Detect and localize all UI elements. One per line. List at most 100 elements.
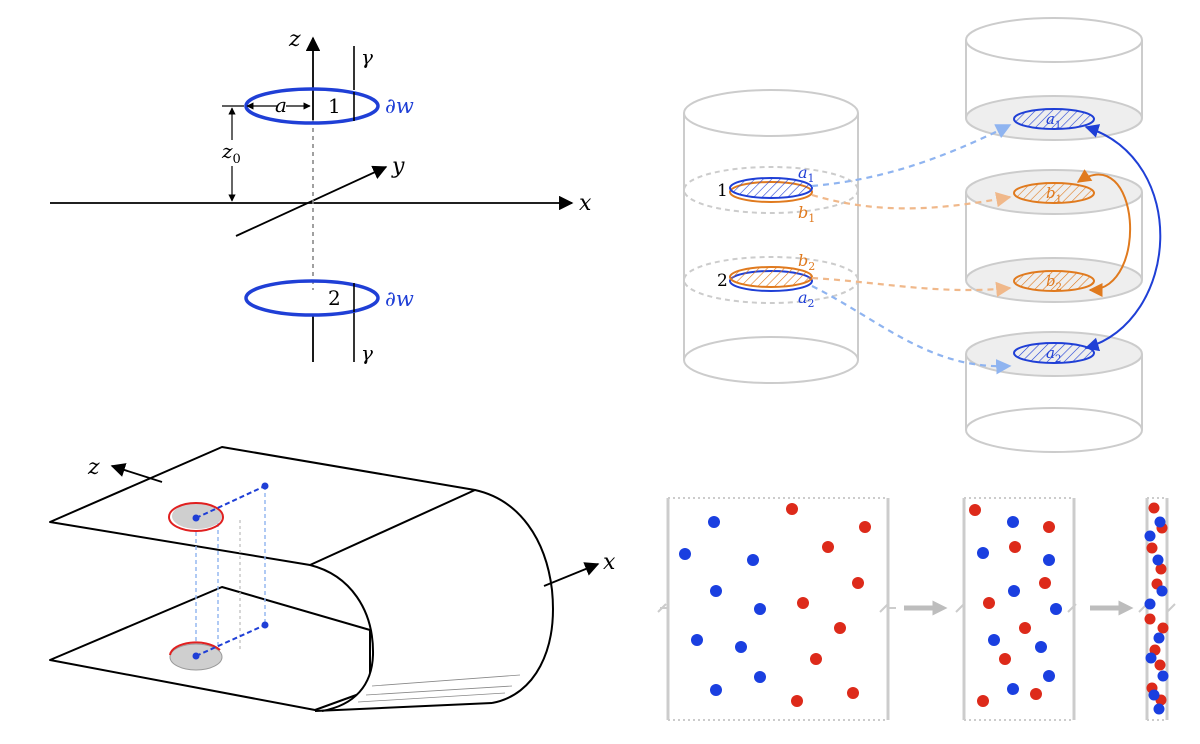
- z-axis-label: z: [288, 27, 301, 52]
- bottom-blue-dot: [192, 652, 200, 660]
- panel-folded-sheet: z x: [49, 446, 616, 712]
- blue-particle: [988, 634, 1000, 646]
- blue-particle: [1050, 603, 1062, 615]
- top-blue-link: [195, 485, 266, 519]
- loop2-label: 2: [328, 286, 341, 310]
- disc-label-a2: a2: [1046, 344, 1061, 365]
- disc-label-a1: a1: [1046, 110, 1061, 131]
- x-axis-arrow: [543, 562, 600, 587]
- blue-particle: [1145, 652, 1157, 664]
- fold-shading-1: [371, 674, 521, 687]
- blue-particle: [1144, 598, 1156, 610]
- boundary-bottom-label: ∂w: [385, 287, 414, 311]
- wall-dash-3: [955, 603, 965, 613]
- connector-b2: [811, 276, 1012, 298]
- connector-b1: [811, 191, 1012, 210]
- blue-particle: [710, 684, 722, 696]
- disc-a1-left: [729, 177, 813, 199]
- blue-particle: [708, 516, 720, 528]
- top-sheet: [49, 446, 476, 566]
- bottom-blue-link: [195, 624, 266, 657]
- top-blue-dot: [192, 514, 200, 522]
- blue-particle: [1152, 554, 1164, 566]
- label-a1: a1: [798, 163, 815, 185]
- y-axis-label: y: [391, 154, 405, 179]
- red-particle: [1043, 521, 1055, 533]
- disc-label-b2: b2: [1046, 272, 1062, 293]
- connector-a2: [811, 285, 1012, 375]
- red-particle: [822, 541, 834, 553]
- bottom-red-arc: [169, 641, 221, 656]
- red-particle: [1019, 622, 1031, 634]
- wall-dash-6: [1166, 603, 1176, 613]
- particle-dots: [679, 502, 1169, 715]
- blue-particle: [691, 634, 703, 646]
- fold-bottom-edge: [314, 702, 493, 712]
- red-particle: [1146, 542, 1158, 554]
- blue-particle: [1007, 683, 1019, 695]
- fold-shading-2: [365, 685, 513, 696]
- blue-particle: [1007, 516, 1019, 528]
- red-particle: [1009, 541, 1021, 553]
- row1-label: 1: [717, 181, 728, 201]
- red-particle: [969, 504, 981, 516]
- blue-particle: [1153, 703, 1165, 715]
- loop-bottom: [244, 279, 380, 317]
- red-particle: [1154, 659, 1166, 671]
- fold-outer-edge: [474, 489, 554, 704]
- disc-label-b1: b1: [1046, 184, 1062, 205]
- blue-particle: [1156, 585, 1168, 597]
- red-particle: [999, 653, 1011, 665]
- blue-particle: [1043, 554, 1055, 566]
- blue-particle: [679, 548, 691, 560]
- blue-particle: [977, 547, 989, 559]
- disc-a2-right: [1013, 342, 1095, 364]
- red-particle: [859, 521, 871, 533]
- loop-top: [244, 87, 380, 125]
- blue-particle: [1154, 516, 1166, 528]
- top-blue-dot-far: [261, 482, 269, 490]
- row2-label: 2: [717, 271, 728, 291]
- red-particle: [1039, 577, 1051, 589]
- red-particle: [1148, 502, 1160, 514]
- label-b2: b2: [798, 251, 815, 273]
- bottom-blue-dot-far: [261, 621, 269, 629]
- blue-particle: [1144, 530, 1156, 542]
- blue-particle: [1043, 670, 1055, 682]
- blue-particle: [1148, 689, 1160, 701]
- fold-surface: [310, 490, 550, 711]
- disc-a1-right: [1013, 108, 1095, 130]
- red-particle: [797, 597, 809, 609]
- gamma-top-label: γ: [361, 45, 373, 69]
- y-axis: [235, 165, 388, 237]
- height-label: z0: [221, 139, 241, 167]
- panel-loops-axes: z y x γ γ a z0 1 2 ∂w ∂w: [50, 27, 592, 365]
- red-particle: [1157, 622, 1169, 634]
- blue-particle: [754, 603, 766, 615]
- arc-a: [1084, 124, 1162, 352]
- red-particle: [847, 687, 859, 699]
- loop1-label: 1: [328, 94, 341, 118]
- red-particle: [791, 695, 803, 707]
- wall-dash-4: [1067, 603, 1077, 613]
- connector-a1: [811, 124, 1012, 188]
- blue-particle: [1035, 641, 1047, 653]
- blue-particle: [1153, 632, 1165, 644]
- red-particle: [810, 653, 822, 665]
- wall-dash-1: [657, 603, 667, 613]
- gamma-bottom-label: γ: [361, 341, 373, 365]
- label-b1: b1: [798, 203, 815, 225]
- red-particle: [1155, 563, 1167, 575]
- red-particle: [1144, 613, 1156, 625]
- panel-particles: [657, 497, 1176, 721]
- red-particle: [834, 622, 846, 634]
- red-particle: [852, 577, 864, 589]
- blue-particle: [1008, 585, 1020, 597]
- fold-inner-edge: [309, 564, 375, 712]
- z-axis-arrow: [110, 463, 163, 483]
- z-axis-label: z: [87, 455, 100, 480]
- blue-particle: [710, 585, 722, 597]
- top-red-loop: [168, 502, 224, 532]
- red-particle: [786, 503, 798, 515]
